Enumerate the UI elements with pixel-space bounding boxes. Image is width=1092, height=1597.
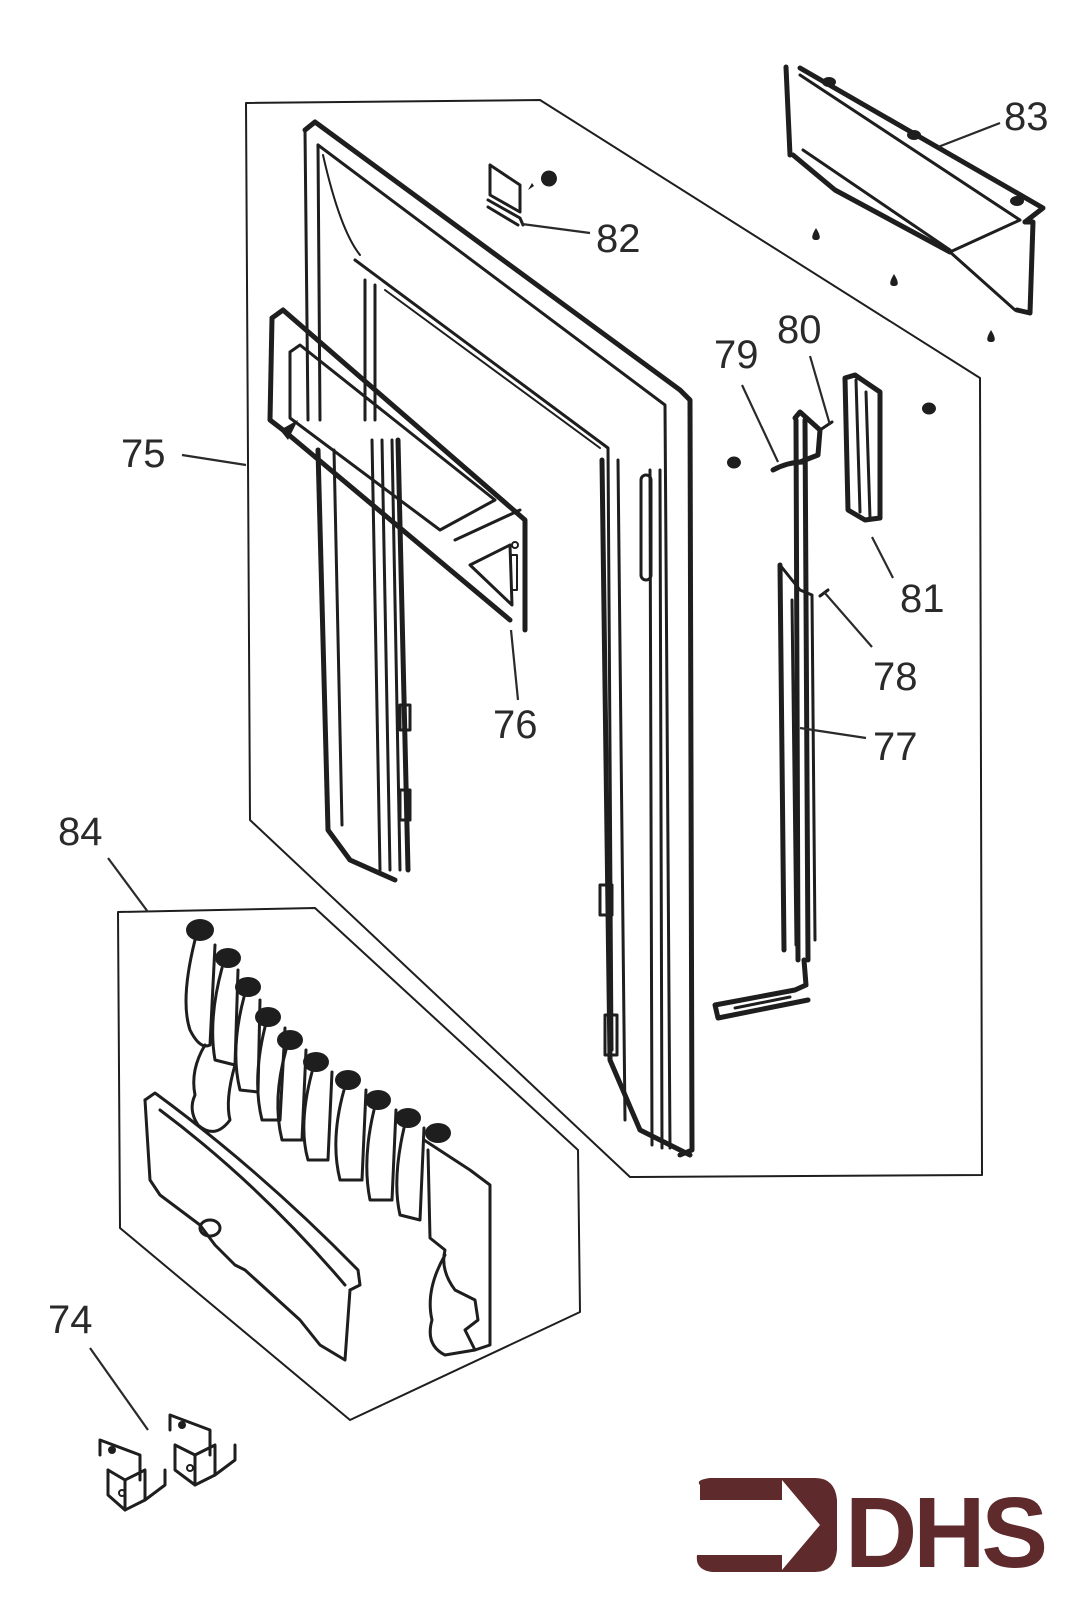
- leader-77: [799, 726, 867, 740]
- callout-labels: 74 75 76 77 78 79 80 81 82 83 84: [48, 95, 1049, 1342]
- leader-83: [937, 121, 1001, 149]
- callout-leaders: [89, 121, 1001, 1431]
- callout-83: 83: [1004, 95, 1049, 139]
- leader-84: [107, 857, 149, 913]
- part-84-fret: [143, 919, 492, 1362]
- callout-76: 76: [493, 703, 538, 747]
- leader-81: [871, 536, 894, 579]
- part-74-brackets: [98, 1413, 237, 1512]
- callout-74: 74: [48, 1298, 93, 1342]
- fret-knobs: [186, 919, 451, 1143]
- callout-80: 80: [777, 308, 822, 352]
- part-80-hinge-clip: [792, 409, 834, 465]
- part-77-side-rail: [712, 417, 817, 1021]
- part-75-fascia-frame: [302, 119, 695, 1158]
- callout-78: 78: [873, 655, 918, 699]
- leader-74: [89, 1347, 149, 1431]
- screw-icon: [922, 402, 936, 415]
- callout-77: 77: [873, 725, 918, 769]
- part-83-top-rail: [783, 64, 1046, 316]
- arrow-bracket-icon: [696, 1478, 837, 1572]
- screws: [727, 228, 995, 469]
- leader-75: [181, 453, 247, 467]
- leader-78: [823, 591, 873, 648]
- screw-icon: [890, 274, 898, 286]
- leader-80: [808, 355, 832, 426]
- bracket-right: [168, 1413, 237, 1487]
- part-81-bracket: [842, 372, 883, 523]
- screw-icon: [987, 330, 995, 342]
- callout-84: 84: [58, 810, 103, 854]
- screw-icon: [727, 456, 741, 469]
- leader-79: [741, 384, 779, 463]
- callout-81: 81: [900, 577, 945, 621]
- main-assembly-outline: [245, 99, 983, 1178]
- fret-assembly-outline: [117, 907, 581, 1421]
- leader-76: [509, 629, 520, 701]
- callout-75: 75: [121, 432, 166, 476]
- bracket-left: [98, 1438, 167, 1512]
- part-82-small-bracket: [486, 163, 557, 227]
- callout-79: 79: [714, 333, 759, 377]
- leader-82: [521, 222, 591, 235]
- screw-icon: [812, 228, 820, 240]
- callout-82: 82: [596, 217, 641, 261]
- logo-text: DHS: [845, 1477, 1044, 1589]
- dhs-logo: DHS: [696, 1477, 1048, 1589]
- part-76-canopy: [267, 307, 528, 633]
